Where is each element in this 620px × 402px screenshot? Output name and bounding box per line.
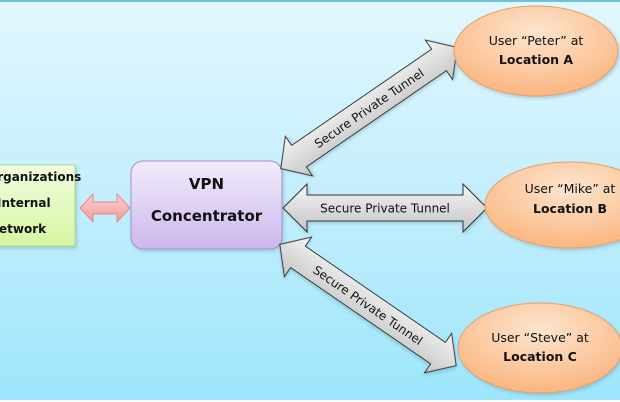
user-mike-line-1: User “Mike” at	[525, 181, 616, 196]
user-steve-line-1: User “Steve” at	[491, 330, 589, 345]
network-link-arrow	[79, 192, 131, 224]
concentrator-line-2: Concentrator	[151, 207, 263, 225]
internal-network-box	[0, 164, 76, 247]
concentrator-line-1: VPN	[189, 175, 224, 193]
user-peter-ellipse	[453, 5, 619, 97]
network-line-3: Network	[0, 222, 47, 236]
user-peter-line-2: Location A	[499, 52, 573, 67]
user-steve-line-2: Location C	[503, 349, 577, 364]
user-mike-line-2: Location B	[533, 201, 607, 216]
tunnel-a-label: Secure Private Tunnel	[312, 66, 427, 151]
user-peter-line-1: User “Peter” at	[489, 33, 584, 48]
user-steve-node: User “Steve” at Location C	[457, 302, 620, 394]
user-steve-ellipse	[457, 302, 620, 394]
internal-network-node: Organizations Internal Network	[0, 164, 81, 247]
tunnel-a: Secure Private Tunnel	[280, 39, 458, 177]
user-mike-ellipse	[484, 161, 620, 249]
user-peter-node: User “Peter” at Location A	[453, 5, 619, 97]
tunnel-b: Secure Private Tunnel	[282, 182, 488, 234]
network-line-2: Internal	[0, 196, 51, 210]
tunnel-c: Secure Private Tunnel	[279, 236, 457, 374]
tunnel-c-arrow	[279, 236, 457, 374]
tunnel-b-label: Secure Private Tunnel	[320, 202, 450, 216]
user-mike-node: User “Mike” at Location B	[484, 161, 620, 249]
network-line-1: Organizations	[0, 170, 81, 184]
vpn-concentrator-box	[130, 160, 283, 250]
tunnel-c-label: Secure Private Tunnel	[310, 263, 425, 348]
vpn-concentrator-node: VPN Concentrator	[130, 160, 283, 250]
